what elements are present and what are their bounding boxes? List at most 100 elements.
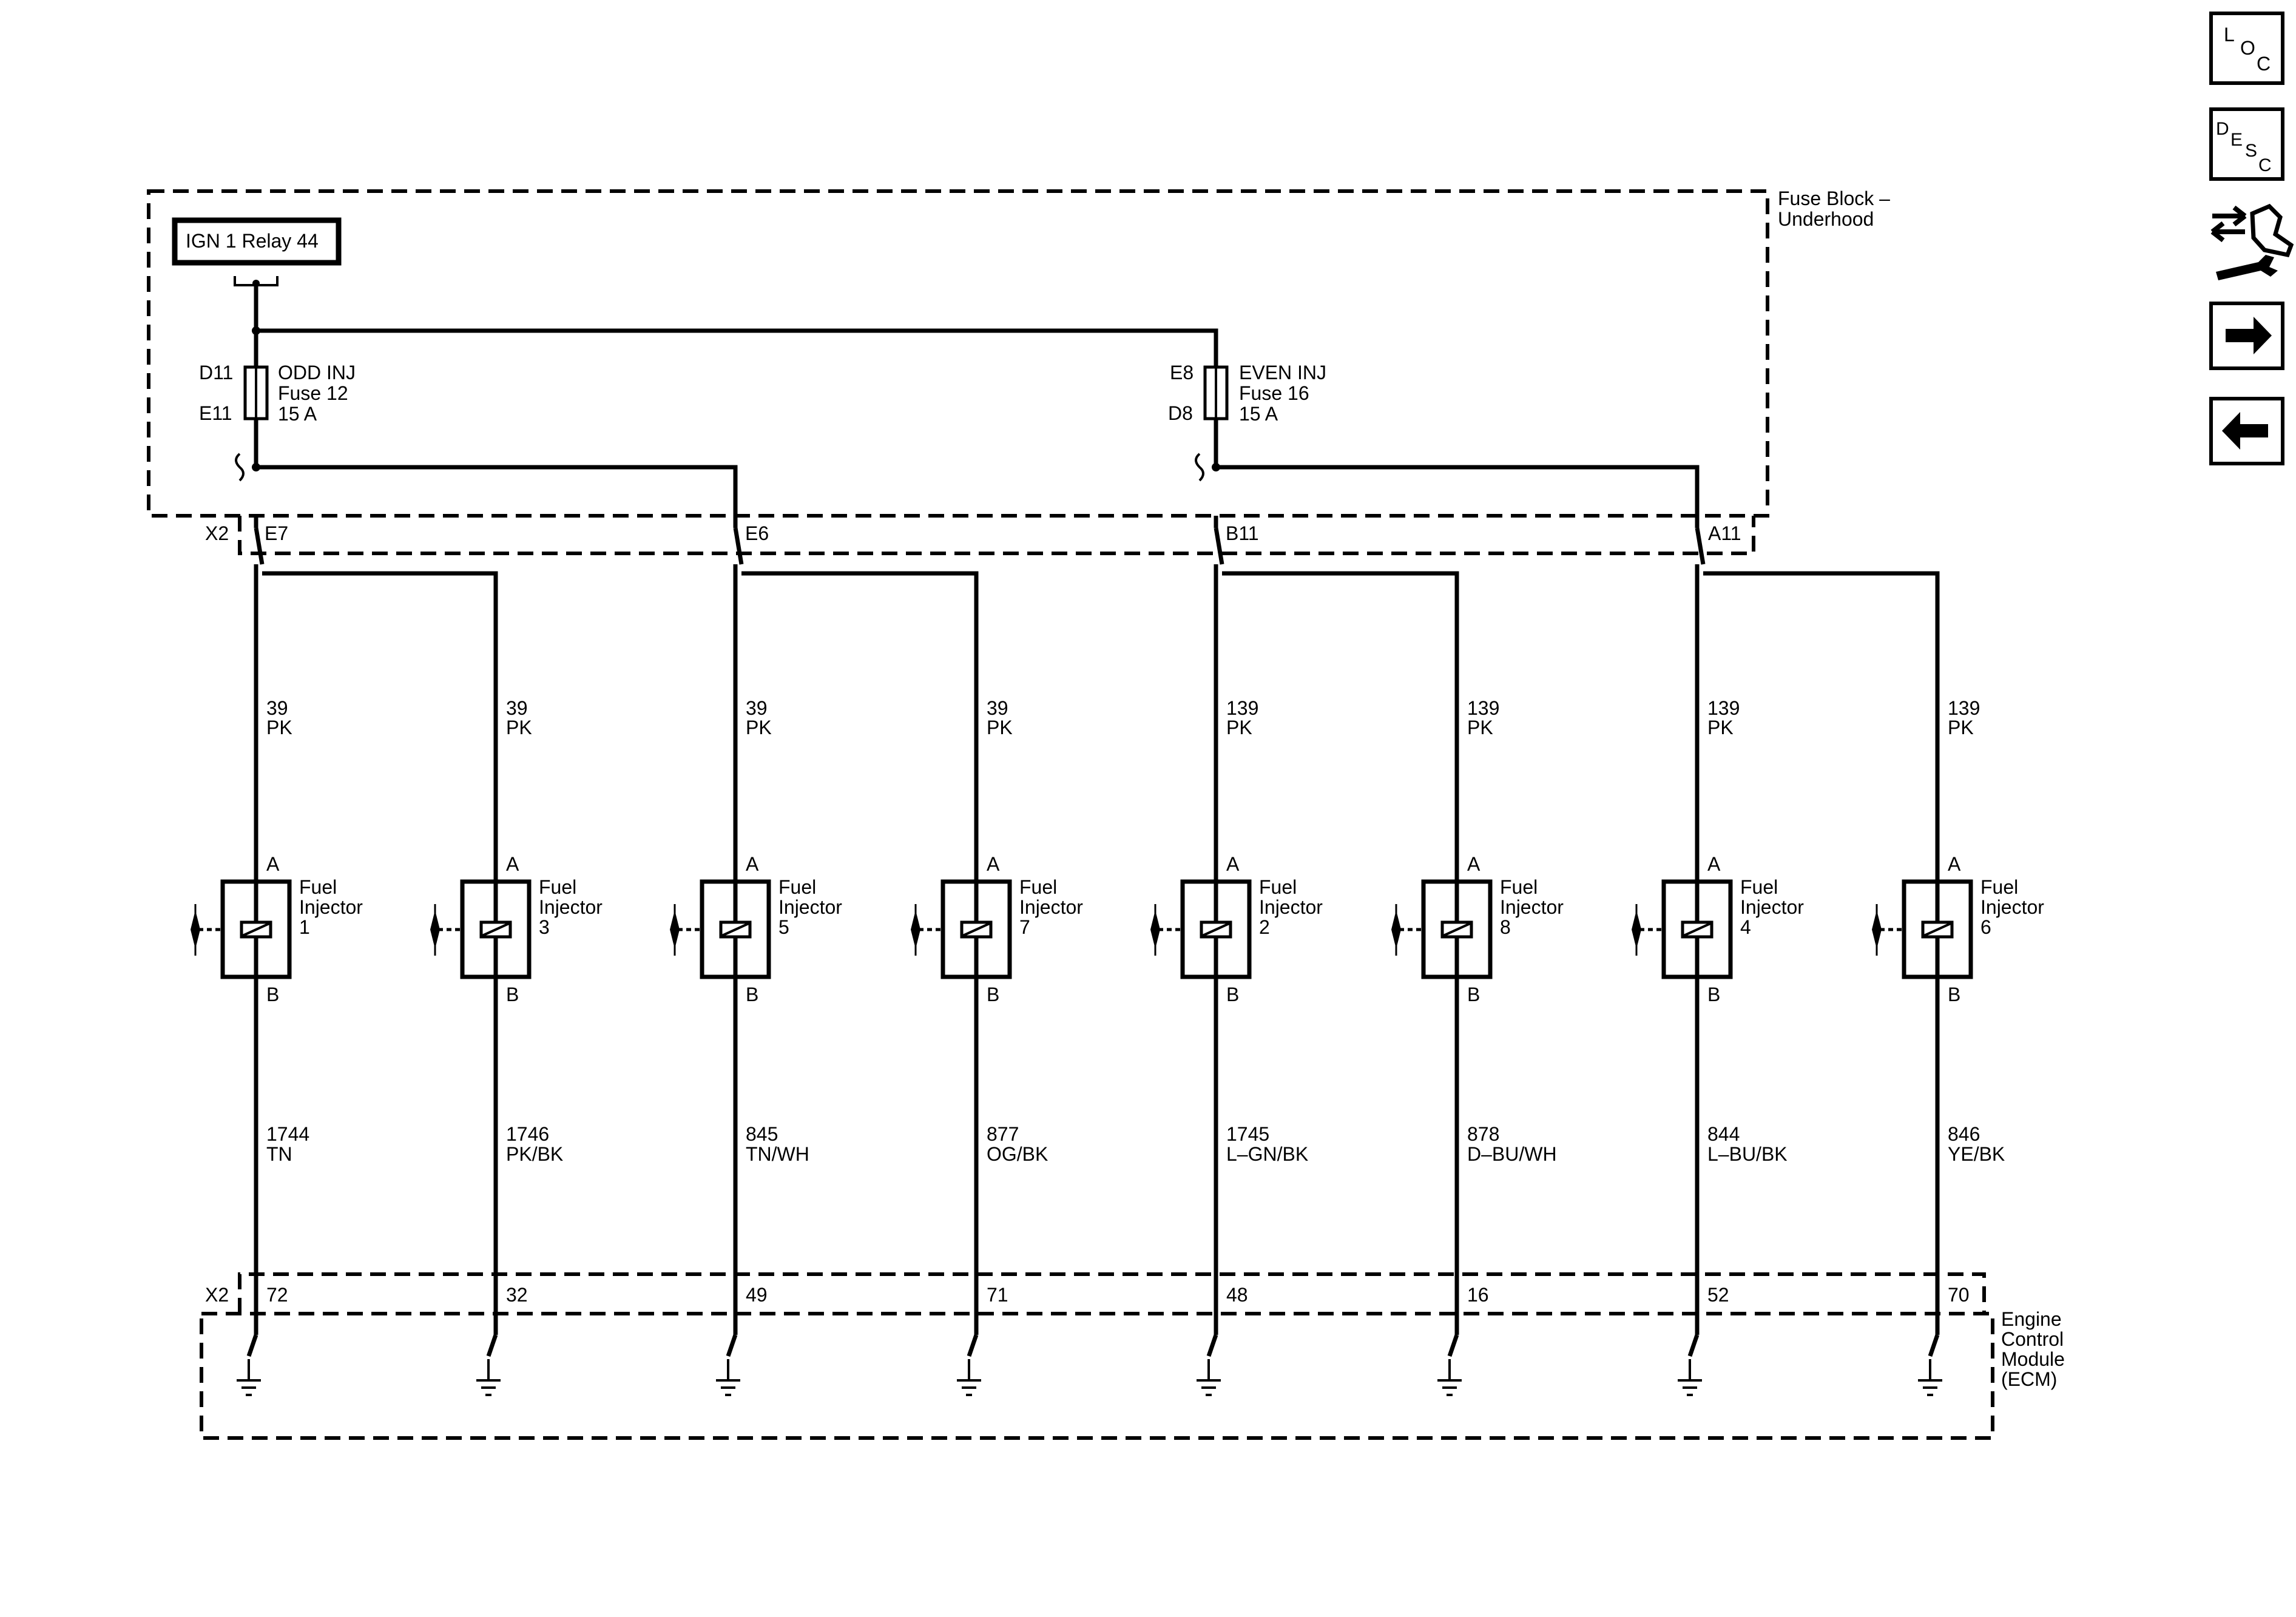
fuse-even-bottom-pin: D8 [1168,402,1193,424]
ecm-label-line1: Engine [2001,1308,2062,1330]
fuse-block-label-line2: Underhood [1778,208,1874,230]
injector-name: Fuel [1259,876,1297,898]
circuit-b-color: PK/BK [506,1143,563,1165]
circuit-a-color: PK [1226,717,1252,738]
injector-pin-b: B [1707,984,1720,1005]
injector-number: 7 [1019,916,1030,938]
circuit-b-color: TN [266,1143,292,1165]
desc-letter-s: S [2245,141,2257,161]
injector-name: Fuel [1740,876,1778,898]
fuse-even-number: Fuse 16 [1239,382,1309,404]
connector-x2-bottom-boundary [238,1272,1986,1314]
circuit-b-color: L–GN/BK [1226,1143,1308,1165]
circuit-a-number: 39 [266,697,288,719]
circuit-b-number: 1744 [266,1123,309,1145]
ecm-pin-number: 72 [266,1284,288,1306]
connector-pin-a11: A11 [1708,522,1741,544]
injector-number: 4 [1740,916,1751,938]
branch-wires [254,516,1940,643]
circuit-a-number: 39 [506,697,528,719]
connector-pin-b11: B11 [1226,522,1259,544]
circuit-b-color: YE/BK [1948,1143,2005,1165]
arrow-left-icon [2222,412,2268,450]
injector-pin-a: A [1226,853,1240,875]
connector-pin-e7: E7 [265,522,288,544]
injector-number: 1 [299,916,310,938]
injector-pin-a: A [1467,853,1481,875]
circuit-a-number: 39 [987,697,1008,719]
injector-name: Injector [1500,896,1564,918]
next-page-button[interactable] [2209,302,2284,370]
fuse-odd-inj: D11 E11 ODD INJ Fuse 12 15 A [199,362,356,425]
injector-pin-a: A [987,853,1000,875]
circuit-b-color: OG/BK [987,1143,1048,1165]
circuit-a-color: PK [1948,717,1974,738]
loc-letter-c: C [2257,53,2271,75]
injector-name: Fuel [539,876,576,898]
injector-name: Fuel [299,876,337,898]
injector-name: Fuel [1980,876,2018,898]
injector-pin-a: A [1707,853,1721,875]
injector-name: Injector [1259,896,1323,918]
injector-name: Injector [778,896,842,918]
connector-wrench-icon[interactable] [2210,203,2294,280]
connector-pin-e6: E6 [745,522,769,544]
ecm-pin-number: 70 [1948,1284,1970,1306]
desc-letter-c: C [2258,155,2272,175]
injector-number: 3 [539,916,550,938]
injector-name: Injector [1019,896,1083,918]
injector-name: Injector [1740,896,1804,918]
prev-page-button[interactable] [2209,397,2284,465]
ecm-label-line4: (ECM) [2001,1368,2057,1390]
injector-name: Fuel [1500,876,1538,898]
injector-columns: 39PKAFuelInjector1B1744TN7239PKAFuelInje… [191,643,2044,1396]
circuit-a-color: PK [1707,717,1734,738]
fuse-even-name: EVEN INJ [1239,362,1326,383]
fuse-even-rating: 15 A [1239,403,1278,425]
circuit-b-color: TN/WH [746,1143,809,1165]
injector-number: 2 [1259,916,1270,938]
connector-x2-top-boundary [238,516,1755,555]
injector-name: Injector [299,896,363,918]
circuit-b-color: L–BU/BK [1707,1143,1788,1165]
injector-name: Fuel [1019,876,1057,898]
circuit-a-number: 139 [1707,697,1740,719]
splice-odd [235,453,245,482]
odd-bus-wire [256,465,738,522]
injector-pin-b: B [746,984,758,1005]
circuit-a-color: PK [987,717,1013,738]
fuse-block-label-line1: Fuse Block – [1778,187,1890,209]
circuit-a-color: PK [506,717,532,738]
fuse-even-top-pin: E8 [1170,362,1194,383]
injector-number: 5 [778,916,789,938]
desc-button[interactable]: D E S C [2209,107,2284,181]
desc-letter-e: E [2230,130,2243,150]
circuit-b-number: 1745 [1226,1123,1269,1145]
ecm-boundary [200,1312,1994,1440]
circuit-a-color: PK [266,717,292,738]
injector-pin-b: B [1467,984,1480,1005]
relay-label: IGN 1 Relay 44 [186,230,319,252]
connector-x2-top-name: X2 [205,522,229,544]
circuit-a-color: PK [746,717,772,738]
desc-letter-d: D [2216,119,2229,139]
fuse-block: Fuse Block – Underhood IGN 1 Relay 44 D1… [147,187,1890,522]
relay-box [172,217,342,266]
injector-pin-b: B [266,984,279,1005]
loc-button[interactable]: L O C [2209,12,2284,85]
loc-letter-l: L [2224,24,2235,46]
relay-feed-wire [256,328,1218,367]
injector-pin-b: B [1226,984,1239,1005]
injector-number: 6 [1980,916,1991,938]
ecm-label-line2: Control [2001,1328,2064,1350]
circuit-a-number: 139 [1467,697,1499,719]
injector-name: Injector [1980,896,2044,918]
ecm-pin-number: 48 [1226,1284,1248,1306]
